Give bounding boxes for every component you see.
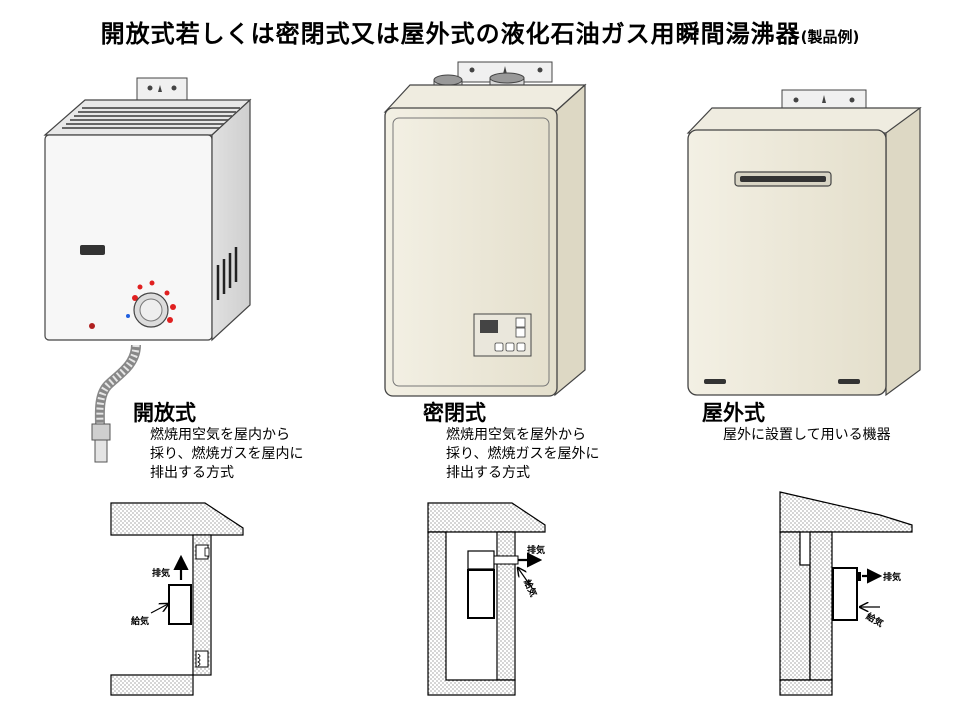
desc-sealed-line-3: 排出する方式: [446, 465, 530, 481]
title-suffix: (製品例): [800, 28, 860, 46]
heading-sealed-type: 密閉式: [423, 401, 486, 425]
desc-outdoor-type: 屋外に設置して用いる機器: [723, 426, 891, 445]
open-type-diagram: [110, 502, 244, 696]
desc-open-type: 燃焼用空気を屋内から 採り、燃焼ガスを屋内に 排出する方式: [150, 426, 303, 483]
sealed-intake-label: 給気: [521, 577, 539, 598]
title-main: 開放式若しくは密閉式又は屋外式の液化石油ガス用瞬間湯沸器: [100, 20, 801, 48]
sealed-exhaust-label: 排気: [527, 544, 545, 556]
open-exhaust-label: 排気: [152, 567, 170, 579]
outdoor-type-diagram: [779, 491, 913, 696]
desc-sealed-line-2: 採り、燃焼ガスを屋外に: [446, 446, 600, 462]
page-title: 開放式若しくは密閉式又は屋外式の液化石油ガス用瞬間湯沸器(製品例): [0, 14, 960, 49]
desc-sealed-type: 燃焼用空気を屋外から 採り、燃焼ガスを屋外に 排出する方式: [446, 426, 599, 483]
heading-outdoor-type: 屋外式: [702, 401, 765, 425]
desc-sealed-line-1: 燃焼用空気を屋外から: [446, 427, 586, 443]
desc-open-line-3: 排出する方式: [150, 465, 234, 481]
outdoor-type-heater: [686, 89, 922, 397]
desc-outdoor-line-1: 屋外に設置して用いる機器: [723, 427, 891, 443]
open-type-heater: [43, 77, 252, 463]
outdoor-exhaust-label: 排気: [883, 571, 901, 583]
outdoor-intake-label: 給気: [864, 610, 886, 629]
desc-open-line-1: 燃焼用空気を屋内から: [150, 427, 290, 443]
open-intake-label: 給気: [131, 615, 149, 627]
sealed-type-heater: [383, 61, 587, 397]
heading-open-type: 開放式: [133, 401, 196, 425]
sealed-type-diagram: [427, 502, 546, 696]
desc-open-line-2: 採り、燃焼ガスを屋内に: [150, 446, 304, 462]
